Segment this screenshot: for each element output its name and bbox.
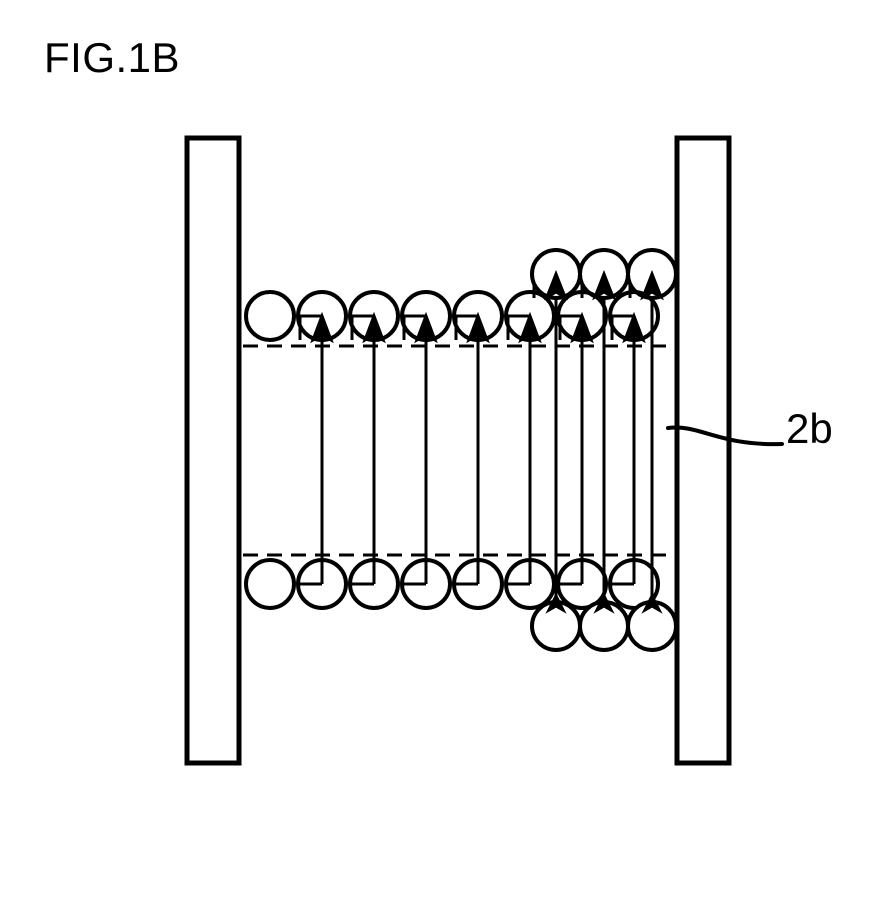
lower-winding-row — [244, 558, 660, 610]
winding-circle — [244, 558, 296, 610]
bobbin-flanges — [184, 135, 732, 766]
arrowhead — [622, 311, 646, 344]
upper-stacked-arrowheads — [544, 269, 664, 301]
winding-circle — [556, 558, 608, 610]
left-flange — [184, 135, 242, 766]
winding-circle — [452, 290, 504, 342]
arrowhead — [592, 269, 616, 301]
arrowhead — [593, 592, 615, 614]
upper-winding-row — [244, 290, 660, 342]
arrowhead — [641, 592, 663, 614]
winding-circle — [244, 290, 296, 342]
winding-circle — [400, 558, 452, 610]
lower-stacked-arrowheads — [545, 592, 663, 614]
winding-circle — [530, 600, 582, 652]
arrowhead — [544, 269, 568, 301]
winding-circle — [626, 600, 678, 652]
lower-stacked-winding-row — [530, 600, 678, 652]
arrowhead — [466, 311, 490, 344]
winding-circle — [556, 290, 608, 342]
winding-circle — [608, 290, 660, 342]
winding-circle — [296, 558, 348, 610]
winding-circle — [504, 290, 556, 342]
winding-circle — [296, 290, 348, 342]
winding-circle — [578, 600, 630, 652]
arrowhead — [310, 311, 334, 344]
arrowhead — [545, 592, 567, 614]
upper-row-arrowheads — [310, 311, 646, 344]
winding-circle — [400, 290, 452, 342]
arrowhead — [640, 269, 664, 301]
winding-circle — [452, 558, 504, 610]
winding-circle — [504, 558, 556, 610]
right-flange — [674, 135, 732, 766]
arrowhead — [570, 311, 594, 344]
figure-title: FIG.1B — [44, 34, 181, 81]
winding-circle — [348, 290, 400, 342]
arrowhead — [414, 311, 438, 344]
reference-dashed-lines — [243, 344, 680, 557]
reference-leader-line — [666, 425, 784, 447]
arrowhead — [362, 311, 386, 344]
winding-circle — [348, 558, 400, 610]
arrowhead — [518, 311, 542, 344]
reference-label-2b: 2b — [786, 405, 833, 452]
